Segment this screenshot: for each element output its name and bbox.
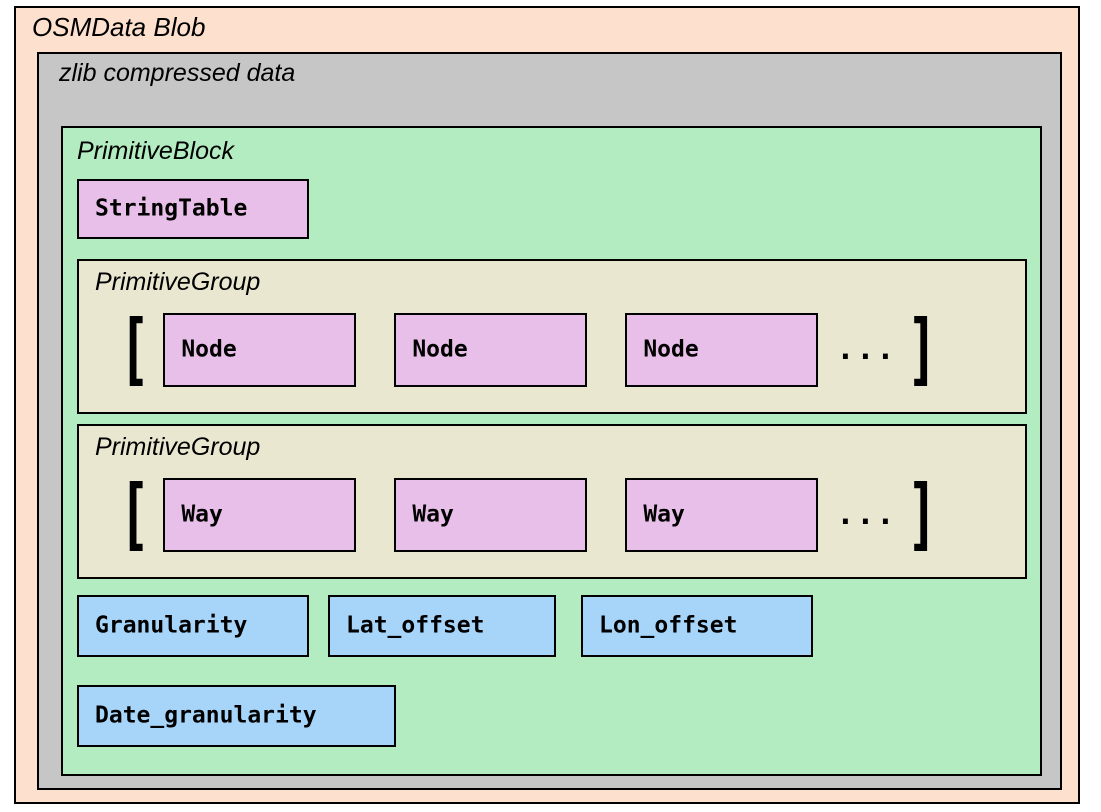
osmdata-blob-title: OSMData Blob: [32, 12, 206, 42]
primitive-group-title: PrimitiveGroup: [95, 268, 261, 296]
string-table-label: StringTable: [95, 195, 248, 222]
way-box: Way: [394, 478, 588, 552]
lon-offset-label: Lon_offset: [599, 612, 738, 639]
node-label: Node: [643, 336, 699, 363]
bracket-open-icon: [: [119, 470, 151, 560]
primitive-group-ways-container: PrimitiveGroup [ Way Way Way ...: [77, 424, 1027, 579]
osmdata-blob-container: OSMData Blob zlib compressed data Primit…: [14, 6, 1080, 804]
string-table-box: StringTable: [77, 179, 309, 239]
date-granularity-label: Date_granularity: [95, 702, 317, 729]
node-box: Node: [394, 313, 588, 387]
primitive-block-title: PrimitiveBlock: [77, 137, 234, 165]
way-label: Way: [643, 501, 685, 528]
granularity-box: Granularity: [77, 595, 309, 657]
lon-offset-box: Lon_offset: [581, 595, 813, 657]
granularity-label: Granularity: [95, 612, 248, 639]
zlib-compressed-data-title: zlib compressed data: [59, 59, 296, 87]
ellipsis-icon: ...: [836, 497, 897, 532]
node-box: Node: [625, 313, 819, 387]
bracket-close-icon: ]: [906, 470, 938, 560]
date-granularity-box: Date_granularity: [77, 685, 396, 747]
way-label: Way: [181, 501, 223, 528]
lat-offset-label: Lat_offset: [346, 612, 485, 639]
way-label: Way: [412, 501, 454, 528]
primitive-group-items-row: [ Way Way Way ... ]: [119, 470, 938, 560]
ellipsis-icon: ...: [836, 332, 897, 367]
bracket-open-icon: [: [119, 305, 151, 395]
node-label: Node: [181, 336, 237, 363]
zlib-compressed-data-container: zlib compressed data PrimitiveBlock Stri…: [37, 52, 1062, 790]
primitive-block-container: PrimitiveBlock StringTable PrimitiveGrou…: [61, 126, 1042, 776]
lat-offset-box: Lat_offset: [328, 595, 556, 657]
node-box: Node: [163, 313, 357, 387]
way-box: Way: [163, 478, 357, 552]
primitive-group-items-row: [ Node Node Node ... ]: [119, 305, 938, 395]
bracket-close-icon: ]: [906, 305, 938, 395]
primitive-group-title: PrimitiveGroup: [95, 433, 261, 461]
way-box: Way: [625, 478, 819, 552]
node-label: Node: [412, 336, 468, 363]
primitive-group-nodes-container: PrimitiveGroup [ Node Node Node ...: [77, 259, 1027, 414]
